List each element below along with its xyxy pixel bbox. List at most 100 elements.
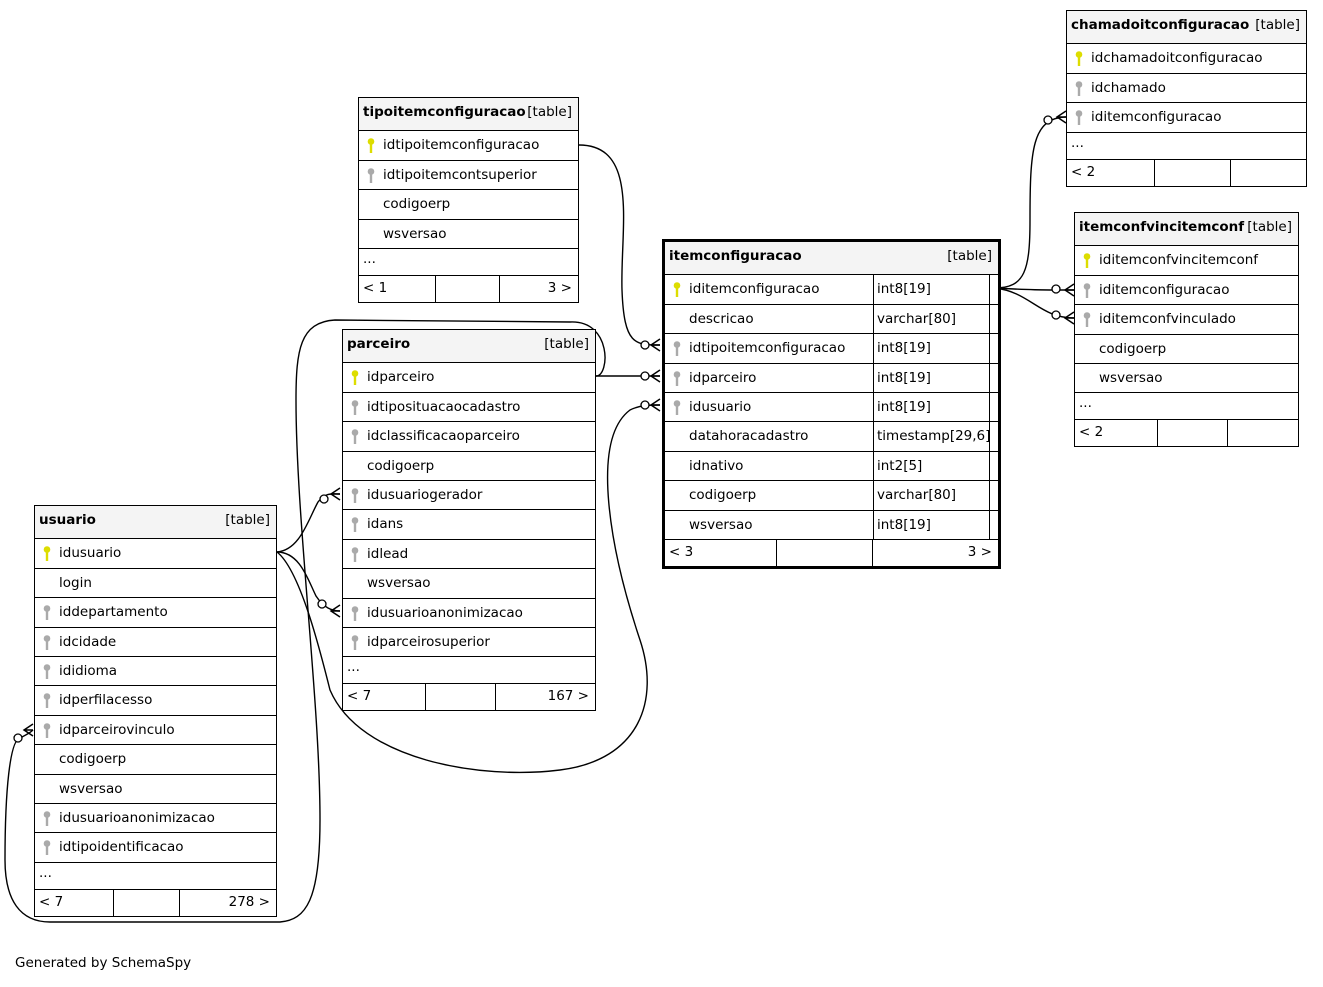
table-header[interactable]: itemconfiguracao[table] — [665, 242, 998, 276]
child-count[interactable] — [1228, 420, 1298, 446]
column-name[interactable]: codigoerp — [383, 196, 451, 213]
column-name[interactable]: idnativo — [689, 457, 744, 474]
table-header[interactable]: itemconfvincitemconf[table] — [1075, 213, 1298, 247]
column-row[interactable]: idparceiro — [343, 363, 595, 393]
column-name[interactable]: idans — [367, 516, 404, 533]
column-name[interactable]: idtiposituacaocadastro — [367, 398, 521, 415]
column-row[interactable]: idtipoidentificacao — [35, 833, 276, 863]
column-name[interactable]: idusuario — [689, 398, 752, 415]
column-name[interactable]: idparceiro — [689, 369, 757, 386]
column-name[interactable]: wsversao — [383, 225, 447, 242]
table-usuario[interactable]: usuario[table] idusuario login iddepartamen… — [34, 505, 277, 917]
column-name[interactable]: codigoerp — [59, 751, 127, 768]
parent-count[interactable]: < 2 — [1075, 420, 1159, 447]
column-name[interactable]: idcidade — [59, 633, 117, 650]
column-name[interactable]: iditemconfvinculado — [1099, 311, 1236, 328]
column-row[interactable]: iditemconfvinculado — [1075, 305, 1298, 335]
column-row[interactable]: idusuario — [35, 539, 276, 569]
column-name[interactable]: iddepartamento — [59, 604, 168, 621]
table-header[interactable]: tipoitemconfiguracao[table] — [359, 98, 578, 132]
column-name[interactable]: idusuarioanonimizacao — [367, 604, 523, 621]
table-header[interactable]: parceiro[table] — [343, 330, 595, 364]
column-name[interactable]: idparceirosuperior — [367, 633, 490, 650]
column-name[interactable]: idtipoitemcontsuperior — [383, 166, 537, 183]
column-name[interactable]: idperfilacesso — [59, 692, 153, 709]
parent-count[interactable]: < 3 — [665, 539, 777, 566]
column-row[interactable]: idans — [343, 510, 595, 540]
column-name[interactable]: idtipoitemconfiguracao — [383, 137, 540, 154]
column-row[interactable]: idperfilacesso — [35, 686, 276, 716]
column-row[interactable]: idchamadoitconfiguracao — [1067, 44, 1306, 74]
column-name[interactable]: idchamado — [1091, 79, 1166, 96]
column-name[interactable]: idchamadoitconfiguracao — [1091, 50, 1263, 67]
parent-count[interactable]: < 1 — [359, 275, 437, 302]
column-name[interactable]: wsversao — [59, 780, 123, 797]
column-row[interactable]: codigoerp — [1075, 335, 1298, 364]
column-name[interactable]: idusuario — [59, 545, 122, 562]
column-row[interactable]: wsversao — [343, 569, 595, 599]
column-row[interactable]: idusuariogerador — [343, 481, 595, 511]
column-row[interactable]: idlead — [343, 540, 595, 570]
column-name[interactable]: wsversao — [1099, 369, 1163, 386]
column-row[interactable]: ididioma — [35, 657, 276, 687]
column-name[interactable]: iditemconfiguracao — [1091, 109, 1222, 126]
column-row[interactable]: wsversao — [359, 220, 578, 249]
table-itemconfvinculo[interactable]: itemconfvincitemconf[table] iditemconfvin… — [1074, 212, 1299, 448]
table-name[interactable]: parceiro — [347, 336, 411, 352]
child-count[interactable]: 278 > — [228, 893, 270, 910]
column-row[interactable]: idusuarioanonimizacao — [35, 804, 276, 834]
table-parceiro[interactable]: parceiro[table] idparceiro idtiposituacaoc… — [342, 329, 596, 712]
column-name[interactable]: login — [59, 574, 92, 591]
table-header[interactable]: chamadoitconfiguracao[table] — [1067, 11, 1306, 45]
column-name[interactable]: datahoracadastro — [689, 428, 809, 445]
column-row[interactable]: idtipoitemcontsuperior — [359, 161, 578, 191]
child-count[interactable] — [1231, 160, 1306, 186]
column-row[interactable]: idtiposituacaocadastro — [343, 393, 595, 423]
table-name[interactable]: itemconfiguracao — [669, 248, 802, 264]
table-name[interactable]: itemconfvincitemconf — [1079, 219, 1245, 235]
column-row[interactable]: idclassificacaoparceiro — [343, 422, 595, 452]
more-columns-row[interactable]: ... — [359, 249, 578, 276]
table-itemconfiguracao[interactable]: itemconfiguracao[table]iditemconfiguraca… — [662, 239, 1001, 569]
parent-count[interactable]: < 7 — [343, 684, 427, 711]
column-name[interactable]: descricao — [689, 310, 754, 327]
column-row[interactable]: iddepartamento — [35, 598, 276, 628]
table-name[interactable]: usuario — [39, 512, 96, 528]
column-row[interactable]: wsversao — [1075, 364, 1298, 394]
column-row[interactable]: login — [35, 569, 276, 599]
table-name[interactable]: tipoitemconfiguracao — [363, 104, 526, 120]
parent-count[interactable]: < 7 — [35, 889, 115, 916]
column-name[interactable]: idclassificacaoparceiro — [367, 428, 520, 445]
column-name[interactable]: idtipoitemconfiguracao — [689, 340, 846, 357]
more-columns-row[interactable]: ... — [1067, 133, 1306, 160]
column-name[interactable]: idlead — [367, 545, 409, 562]
column-row[interactable]: idparceirosuperior — [343, 628, 595, 658]
table-name[interactable]: chamadoitconfiguracao — [1071, 17, 1250, 33]
table-header[interactable]: usuario[table] — [35, 506, 276, 540]
child-count[interactable]: 3 > — [547, 279, 572, 296]
column-row[interactable]: codigoerp — [35, 745, 276, 775]
child-count[interactable]: 167 > — [547, 688, 589, 705]
table-tipoitemconfiguracao[interactable]: tipoitemconfiguracao[table] idtipoitemcon… — [358, 97, 579, 303]
child-count[interactable]: 3 > — [967, 543, 992, 560]
column-row[interactable]: iditemconfiguracao — [1067, 103, 1306, 133]
column-name[interactable]: idparceirovinculo — [59, 721, 175, 738]
column-name[interactable]: idusuariogerador — [367, 486, 483, 503]
column-name[interactable]: idusuarioanonimizacao — [59, 809, 215, 826]
column-name[interactable]: idparceiro — [367, 369, 435, 386]
column-row[interactable]: idtipoitemconfiguracao — [359, 131, 578, 161]
column-row[interactable]: codigoerp — [343, 452, 595, 481]
column-row[interactable]: codigoerp — [359, 190, 578, 220]
column-row[interactable]: idcidade — [35, 628, 276, 657]
column-row[interactable]: iditemconfiguracao — [1075, 276, 1298, 306]
column-name[interactable]: ididioma — [59, 662, 118, 679]
